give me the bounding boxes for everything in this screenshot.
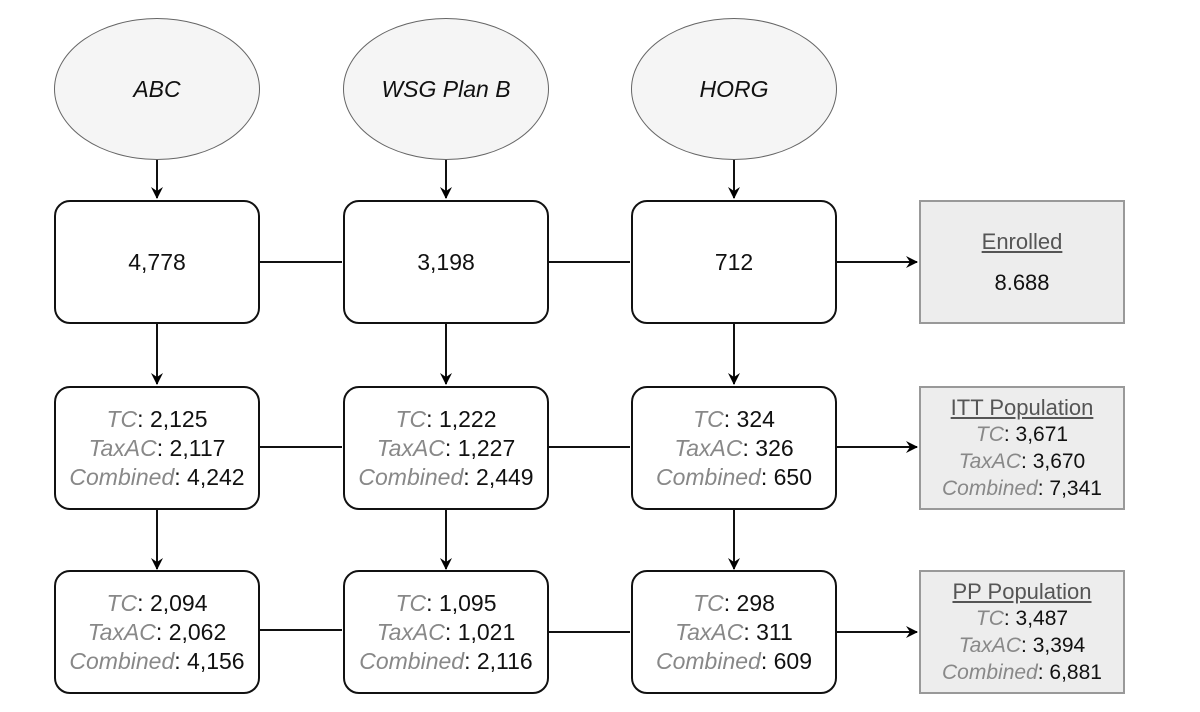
enrolled-box-abc: 4,778: [54, 200, 260, 324]
combined-label: Combined: [942, 661, 1038, 684]
tc-label: TC: [693, 405, 724, 432]
pp-summary: PP Population TC: 3,487 TaxAC: 3,394 Com…: [919, 570, 1125, 694]
summary-title: PP Population: [952, 579, 1092, 604]
combined-value: 6,881: [1049, 661, 1102, 684]
taxac-value: 311: [756, 618, 793, 645]
taxac-label: TaxAC: [958, 634, 1022, 657]
sep: :: [723, 589, 737, 616]
itt-box-abc: TC: 2,125 TaxAC: 2,117 Combined: 4,242: [54, 386, 260, 510]
tc-value: 324: [736, 405, 775, 432]
tc-label: TC: [693, 589, 724, 616]
sep: :: [426, 589, 439, 616]
itt-box-wsg: TC: 1,222 TaxAC: 1,227 Combined: 2,449: [343, 386, 549, 510]
sep: :: [1003, 423, 1016, 446]
sep: :: [464, 647, 477, 674]
taxac-value: 2,117: [169, 434, 226, 461]
tc-label: TC: [975, 423, 1004, 446]
combined-value: 2,449: [476, 463, 534, 490]
sep: :: [1003, 607, 1016, 630]
tc-value: 3,671: [1015, 423, 1069, 446]
tc-label: TC: [106, 405, 138, 432]
sep: :: [444, 434, 458, 461]
pp-box-abc: TC: 2,094 TaxAC: 2,062 Combined: 4,156: [54, 570, 260, 694]
sep: :: [723, 405, 737, 432]
tc-value: 3,487: [1015, 607, 1069, 630]
combined-label: Combined: [69, 463, 175, 490]
tc-label: TC: [395, 405, 427, 432]
enrolled-box-horg: 712: [631, 200, 837, 324]
enrolled-box-wsg: 3,198: [343, 200, 549, 324]
sep: :: [1037, 661, 1050, 684]
taxac-label: TaxAC: [88, 434, 157, 461]
sep: :: [743, 618, 757, 645]
tc-value: 2,125: [149, 405, 208, 432]
source-wsg-plan-b: WSG Plan B: [343, 18, 549, 160]
source-label: WSG Plan B: [381, 75, 511, 102]
sep: :: [760, 647, 774, 674]
combined-label: Combined: [69, 647, 175, 674]
sep: :: [137, 589, 150, 616]
pp-box-wsg: TC: 1,095 TaxAC: 1,021 Combined: 2,116: [343, 570, 549, 694]
enrolled-value: 712: [714, 248, 754, 275]
sep: :: [463, 463, 477, 490]
sep: :: [426, 405, 439, 432]
tc-value: 298: [736, 589, 775, 616]
source-horg: HORG: [631, 18, 837, 160]
sep: :: [1037, 477, 1050, 500]
sep: :: [155, 618, 169, 645]
taxac-value: 3,670: [1032, 450, 1086, 473]
combined-value: 4,242: [187, 463, 245, 490]
combined-label: Combined: [359, 647, 465, 674]
source-label: HORG: [699, 75, 769, 102]
pp-box-horg: TC: 298 TaxAC: 311 Combined: 609: [631, 570, 837, 694]
combined-label: Combined: [656, 647, 761, 674]
sep: :: [174, 463, 188, 490]
taxac-label: TaxAC: [376, 434, 445, 461]
sep: :: [444, 618, 458, 645]
sep: :: [156, 434, 170, 461]
taxac-value: 1,227: [457, 434, 516, 461]
tc-label: TC: [395, 589, 427, 616]
enrolled-value: 4,778: [128, 248, 186, 275]
source-abc: ABC: [54, 18, 260, 160]
combined-label: Combined: [656, 463, 761, 490]
taxac-value: 2,062: [168, 618, 227, 645]
source-label: ABC: [133, 75, 181, 102]
combined-label: Combined: [358, 463, 464, 490]
combined-value: 609: [773, 647, 812, 674]
taxac-label: TaxAC: [376, 618, 445, 645]
combined-value: 7,341: [1049, 477, 1102, 500]
taxac-value: 1,021: [457, 618, 516, 645]
sep: :: [742, 434, 756, 461]
sep: :: [760, 463, 774, 490]
tc-label: TC: [975, 607, 1004, 630]
taxac-value: 326: [755, 434, 794, 461]
itt-summary: ITT Population TC: 3,671 TaxAC: 3,670 Co…: [919, 386, 1125, 510]
summary-value: 8.688: [994, 270, 1050, 295]
taxac-label: TaxAC: [87, 618, 156, 645]
summary-title: ITT Population: [950, 395, 1094, 420]
tc-value: 2,094: [149, 589, 208, 616]
itt-box-horg: TC: 324 TaxAC: 326 Combined: 650: [631, 386, 837, 510]
sep: :: [137, 405, 150, 432]
taxac-label: TaxAC: [958, 450, 1022, 473]
combined-value: 650: [773, 463, 812, 490]
combined-value: 4,156: [187, 647, 245, 674]
tc-label: TC: [106, 589, 138, 616]
taxac-label: TaxAC: [675, 618, 744, 645]
tc-value: 1,095: [438, 589, 497, 616]
combined-value: 2,116: [476, 647, 533, 674]
taxac-label: TaxAC: [674, 434, 743, 461]
sep: :: [1021, 450, 1033, 473]
taxac-value: 3,394: [1032, 634, 1086, 657]
enrolled-summary: Enrolled 8.688: [919, 200, 1125, 324]
enrolled-value: 3,198: [417, 248, 475, 275]
sep: :: [174, 647, 188, 674]
sep: :: [1021, 634, 1033, 657]
combined-label: Combined: [942, 477, 1038, 500]
summary-title: Enrolled: [981, 229, 1063, 254]
tc-value: 1,222: [438, 405, 497, 432]
